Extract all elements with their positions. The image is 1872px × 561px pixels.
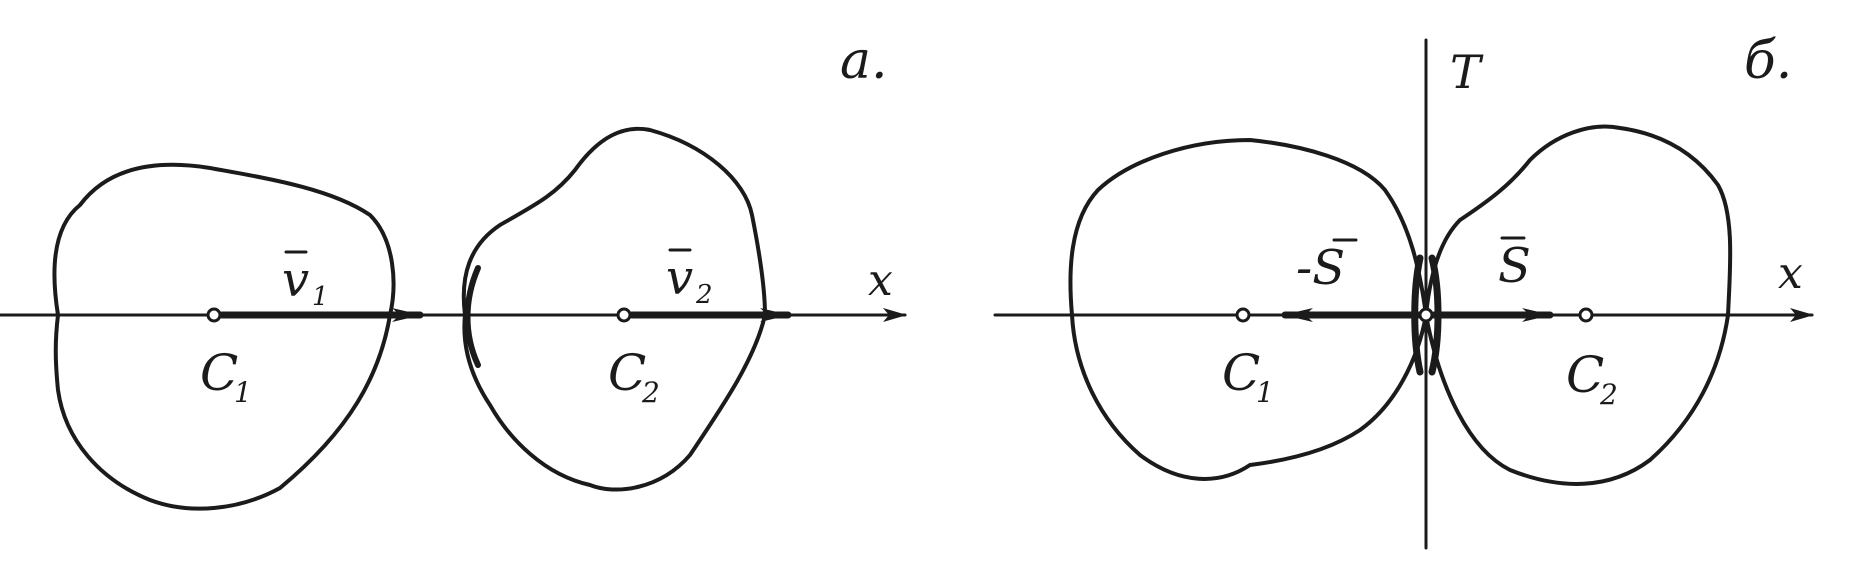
center-c2-b (1578, 307, 1594, 323)
label-c1-b: C (1222, 344, 1260, 402)
label-c2-a: C (608, 344, 646, 402)
label-c1-sub-b: 1 (1256, 376, 1274, 409)
label-s: S (1498, 238, 1531, 294)
label-v1-sub: 1 (312, 282, 329, 312)
label-c2-sub-a: 2 (641, 376, 660, 409)
body2-outline-b (1424, 124, 1733, 486)
label-v2-sub: 2 (695, 280, 713, 310)
panel-b-tag: б. (1744, 31, 1792, 91)
label-neg-s: -S (1296, 240, 1345, 296)
panel-a: а. x C 1 C 2 v 1 v 2 (0, 31, 907, 511)
label-c2-b: C (1566, 346, 1604, 404)
contact-point (1418, 307, 1434, 323)
panel-b: б. T x C 1 C 2 -S S (993, 31, 1814, 550)
label-c2-sub-b: 2 (1599, 378, 1618, 411)
center-c2-a (616, 307, 632, 323)
body2-outline-a (461, 126, 767, 492)
label-v1: v (282, 252, 309, 308)
x-axis-label-b: x (1778, 248, 1803, 299)
body1-outline-b (1068, 138, 1428, 481)
label-c1-sub-a: 1 (234, 376, 252, 409)
tangent-label-t: T (1450, 45, 1484, 99)
label-c1-a: C (200, 344, 238, 402)
center-c1-a (206, 307, 222, 323)
panel-a-tag: а. (840, 31, 888, 91)
center-c1-b (1235, 307, 1251, 323)
label-v2: v (666, 250, 693, 306)
x-axis-label-a: x (868, 255, 893, 306)
body1-outline-a (52, 162, 396, 511)
body2-contact-edge-a (464, 265, 481, 368)
